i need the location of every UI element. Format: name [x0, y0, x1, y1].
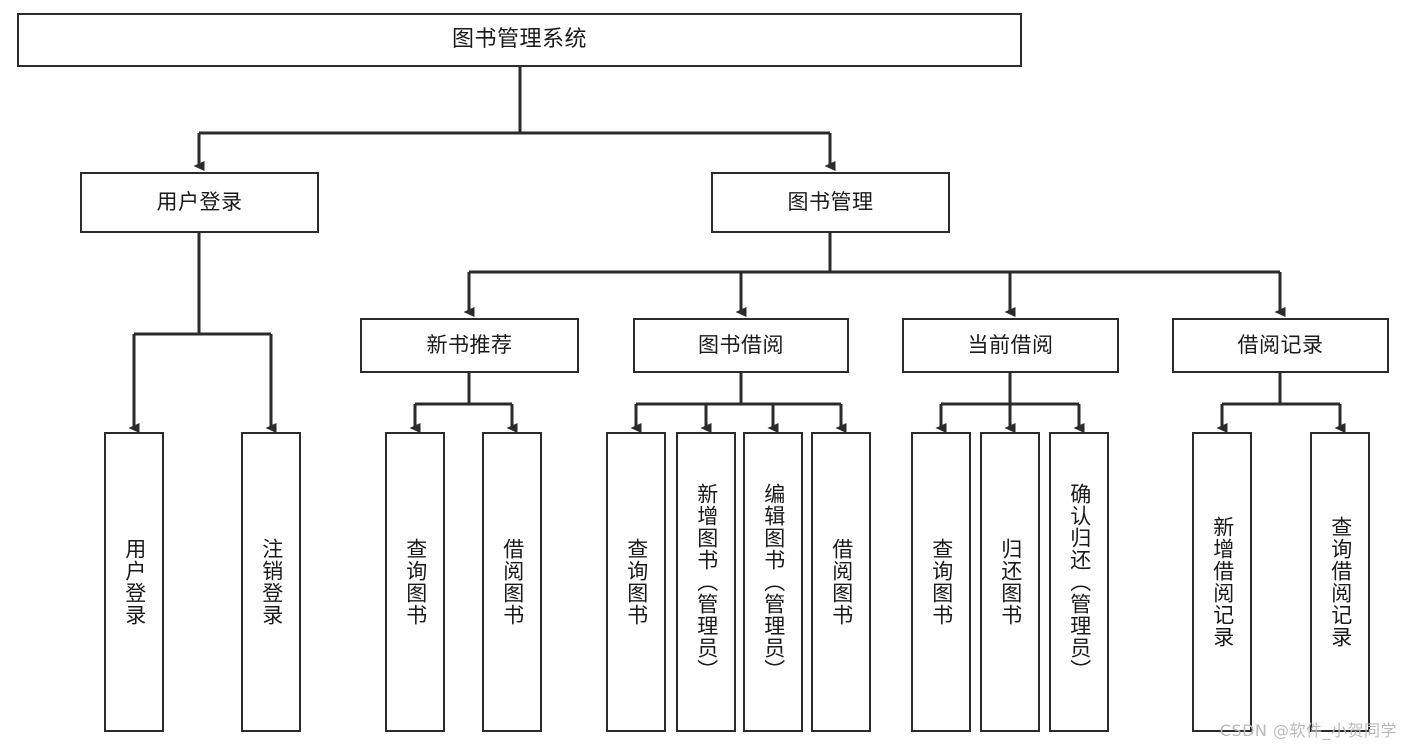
node-leaf-query-record-label: 查询借阅记录 — [1328, 516, 1353, 648]
node-leaf-user-logout[interactable]: 注销登录 — [241, 432, 301, 732]
node-current-borrow-label: 当前借阅 — [967, 333, 1054, 358]
node-leaf-edit-book-label: 编辑图书（管理员） — [761, 483, 786, 681]
node-leaf-user-login-label: 用户登录 — [122, 538, 147, 626]
node-leaf-add-book[interactable]: 新增图书（管理员） — [676, 432, 736, 732]
node-book-borrow[interactable]: 图书借阅 — [633, 318, 849, 373]
node-leaf-query-book-1[interactable]: 查询图书 — [385, 432, 445, 732]
node-leaf-confirm-return-label: 确认归还（管理员） — [1067, 483, 1092, 681]
node-leaf-query-book-3[interactable]: 查询图书 — [911, 432, 971, 732]
node-borrow-record-label: 借阅记录 — [1237, 333, 1324, 358]
node-leaf-confirm-return[interactable]: 确认归还（管理员） — [1049, 432, 1109, 732]
node-leaf-query-book-1-label: 查询图书 — [403, 538, 428, 626]
node-new-book-rec-label: 新书推荐 — [426, 333, 513, 358]
node-leaf-user-login[interactable]: 用户登录 — [104, 432, 164, 732]
node-borrow-record[interactable]: 借阅记录 — [1172, 318, 1389, 373]
node-user-login-label: 用户登录 — [156, 190, 243, 215]
node-leaf-query-book-2[interactable]: 查询图书 — [606, 432, 666, 732]
node-leaf-return-book[interactable]: 归还图书 — [980, 432, 1040, 732]
node-leaf-borrow-book-1[interactable]: 借阅图书 — [482, 432, 542, 732]
node-leaf-add-book-label: 新增图书（管理员） — [694, 483, 719, 681]
node-leaf-borrow-book-2-label: 借阅图书 — [829, 538, 854, 626]
node-leaf-borrow-book-2[interactable]: 借阅图书 — [811, 432, 871, 732]
node-leaf-edit-book[interactable]: 编辑图书（管理员） — [743, 432, 803, 732]
node-book-borrow-label: 图书借阅 — [698, 333, 784, 358]
node-leaf-add-record[interactable]: 新增借阅记录 — [1192, 432, 1252, 732]
node-root-label: 图书管理系统 — [451, 27, 587, 53]
node-leaf-query-book-3-label: 查询图书 — [929, 538, 954, 626]
node-book-manage-label: 图书管理 — [787, 190, 874, 215]
node-book-manage[interactable]: 图书管理 — [711, 172, 950, 233]
node-new-book-rec[interactable]: 新书推荐 — [360, 318, 579, 373]
node-leaf-add-record-label: 新增借阅记录 — [1210, 516, 1235, 648]
node-leaf-user-logout-label: 注销登录 — [259, 538, 284, 626]
node-current-borrow[interactable]: 当前借阅 — [902, 318, 1119, 373]
watermark-text: CSDN @软件_小贺同学 — [1219, 721, 1397, 740]
node-leaf-return-book-label: 归还图书 — [998, 538, 1023, 626]
node-user-login[interactable]: 用户登录 — [80, 172, 319, 233]
node-leaf-query-book-2-label: 查询图书 — [624, 538, 649, 626]
node-root[interactable]: 图书管理系统 — [17, 13, 1022, 67]
node-leaf-borrow-book-1-label: 借阅图书 — [500, 538, 525, 626]
node-leaf-query-record[interactable]: 查询借阅记录 — [1310, 432, 1370, 732]
